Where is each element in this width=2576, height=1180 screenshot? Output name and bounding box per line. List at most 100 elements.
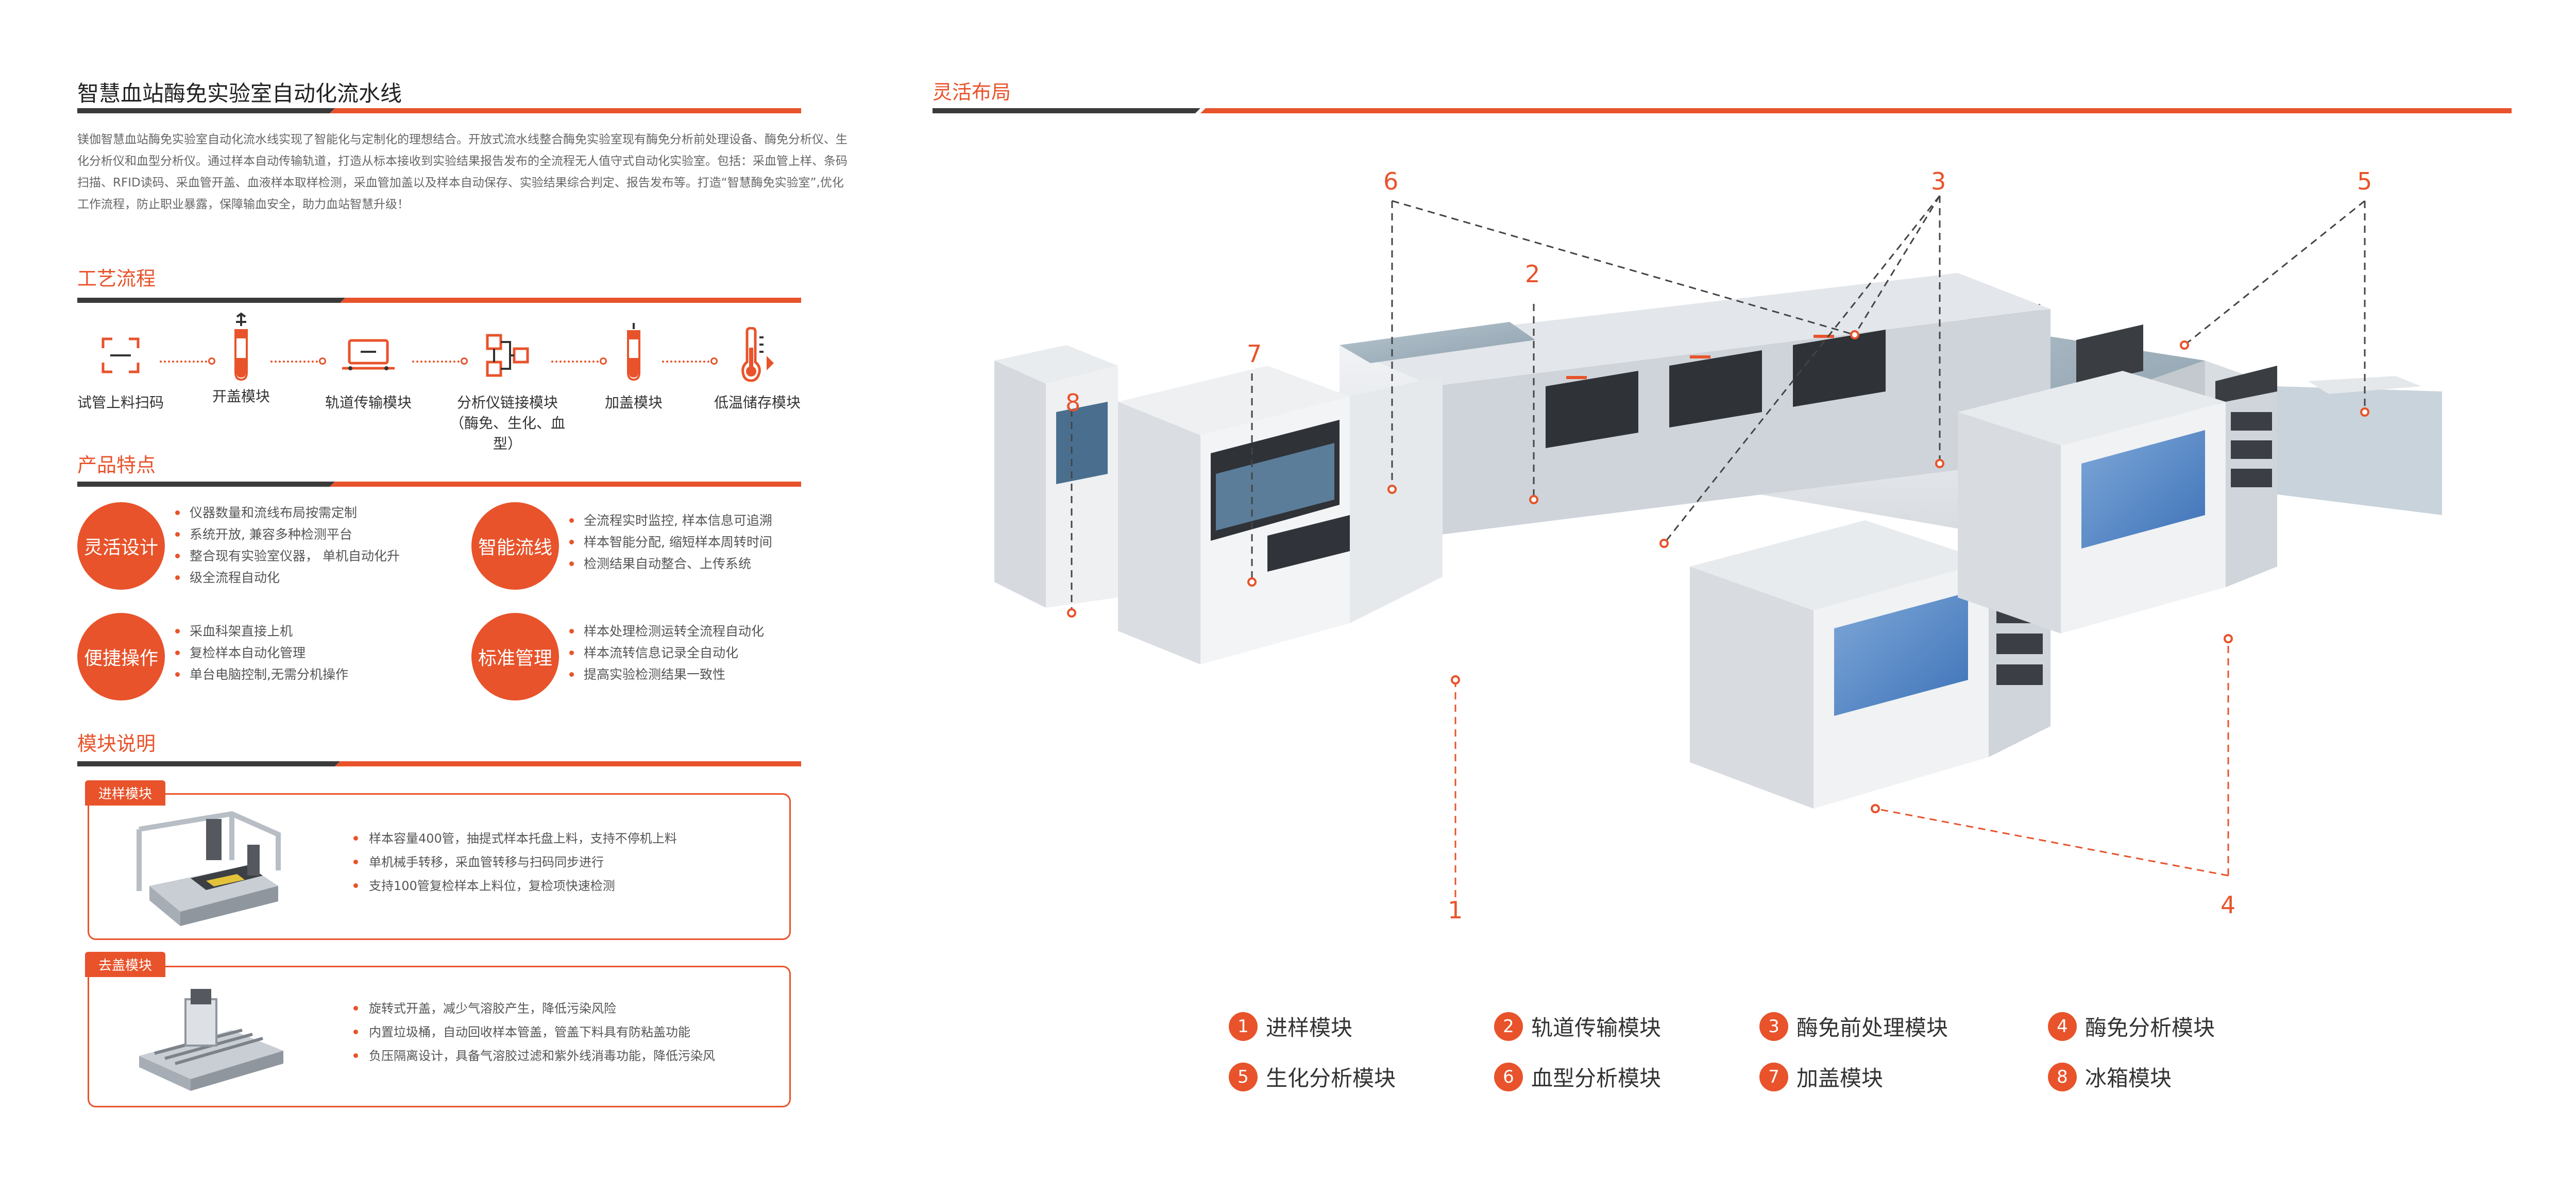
legend-label: 加盖模块 [1797,1066,1884,1091]
process-section-title: 工艺流程 [77,267,156,290]
loading-module-points: 样本容量400管，抽提式样本托盘上料，支持不停机上料 单机械手转移，采血管转移与… [350,827,677,898]
modules-rule [77,761,801,766]
decap-module-image [139,989,283,1091]
feature-point: 复检样本自动化管理 [175,642,348,664]
feature-point: 检测结果自动整合、上传系统 [569,553,772,575]
callout-number: 7 [1247,340,1262,368]
process-step-label: 开盖模块 [212,388,270,405]
legend-label: 酶免前处理模块 [1797,1015,1948,1040]
feature-smart-flow-points: 全流程实时监控, 样本信息可追溯 样本智能分配, 缩短样本周转时间 检测结果自动… [569,510,772,575]
feature-smart-flow: 智能流线 [471,502,559,590]
feature-point: 仪器数量和流线布局按需定制 [175,502,400,524]
process-step-scan: 试管上料扫码 [54,324,188,413]
process-connector-end [461,357,468,365]
module-tag-decap: 去盖模块 [85,952,166,977]
feature-point: 单台电脑控制,无需分机操作 [175,664,348,686]
process-connector [412,361,464,363]
scan-icon [101,337,140,373]
callout-number: 1 [1448,896,1463,924]
feature-point: 整合现有实验室仪器， 单机自动化升 [175,545,400,567]
legend-item: 7 加盖模块 [1759,1061,1883,1092]
module-point: 旋转式开盖，减少气溶胶产生，降低污染风险 [350,997,715,1020]
legend-label: 进样模块 [1266,1015,1353,1040]
process-step-label: 分析仪链接模块 [456,394,558,411]
module-point: 内置垃圾桶，自动回收样本管盖，管盖下料具有防粘盖功能 [350,1020,715,1044]
process-step-label: 试管上料扫码 [77,394,164,411]
callout-number: 6 [1383,167,1399,195]
process-step-conveyor: 轨道传输模块 [301,324,435,413]
process-connector [551,361,603,363]
conveyor-icon [342,339,395,370]
layout-section-title: 灵活布局 [933,81,1011,104]
legend-number: 1 [1229,1012,1258,1041]
process-connector-end [319,357,326,365]
legend-item: 8 冰箱模块 [2048,1061,2172,1092]
feature-point: 级全流程自动化 [175,567,400,589]
features-rule [77,482,801,487]
process-step-cap: 加盖模块 [567,319,701,413]
legend-number: 4 [2048,1012,2077,1041]
layout-rule [933,108,2512,113]
legend-number: 7 [1759,1062,1788,1091]
legend-label: 冰箱模块 [2085,1066,2172,1091]
legend-number: 8 [2048,1062,2077,1091]
legend-item: 2 轨道传输模块 [1494,1011,1661,1042]
process-rule [77,298,801,303]
callout-number: 8 [1065,389,1081,417]
legend-item: 3 酶免前处理模块 [1759,1011,1948,1042]
pipeline-illustration [994,195,2442,917]
feature-point: 提高实验检测结果一致性 [569,664,764,686]
feature-easy-operation-points: 采血科架直接上机 复检样本自动化管理 单台电脑控制,无需分机操作 [175,621,348,686]
process-connector-end [600,357,607,365]
feature-standard-management-points: 样本处理检测运转全流程自动化 样本流转信息记录全自动化 提高实验检测结果一致性 [569,621,764,686]
modules-section-title: 模块说明 [77,732,156,755]
feature-point: 采血科架直接上机 [175,621,348,642]
module-tag-loading: 进样模块 [85,780,166,806]
feature-point: 样本流转信息记录全自动化 [569,642,764,664]
legend-label: 血型分析模块 [1531,1066,1662,1091]
tube-uncap-icon [234,312,248,381]
feature-flexible-design-points: 仪器数量和流线布局按需定制 系统开放, 兼容多种检测平台 整合现有实验室仪器， … [175,502,400,589]
process-step-label: 低温储存模块 [714,394,801,411]
module-box-loading [88,793,791,940]
feature-flexible-design: 灵活设计 [77,502,165,590]
feature-standard-management: 标准管理 [471,613,559,700]
feature-easy-operation: 便捷操作 [77,613,165,700]
feature-point: 全流程实时监控, 样本信息可追溯 [569,510,772,532]
thermometer-icon [741,327,774,382]
process-step-analyzer: 分析仪链接模块 （酶免、生化、血型） [440,324,574,454]
features-section-title: 产品特点 [77,454,156,476]
legend-label: 轨道传输模块 [1531,1015,1662,1040]
legend-number: 6 [1494,1062,1523,1091]
legend-label: 酶免分析模块 [2085,1015,2215,1040]
process-step-label: 加盖模块 [604,394,663,411]
process-connector [160,361,211,363]
feature-point: 系统开放, 兼容多种检测平台 [175,524,400,545]
network-icon [486,334,529,377]
callout-number: 4 [2221,891,2236,919]
title-rule [77,108,801,113]
module-point: 支持100管复检样本上料位，复检项快速检测 [350,874,677,898]
process-connector-end [710,357,718,365]
legend-number: 2 [1494,1012,1523,1041]
legend-item: 6 血型分析模块 [1494,1061,1661,1092]
process-connector [662,361,714,363]
module-point: 样本容量400管，抽提式样本托盘上料，支持不停机上料 [350,827,677,850]
legend-label: 生化分析模块 [1266,1066,1396,1091]
feature-point: 样本智能分配, 缩短样本周转时间 [569,532,772,553]
module-point: 单机械手转移，采血管转移与扫码同步进行 [350,850,677,874]
process-step-uncap: 开盖模块 [174,309,308,407]
legend-item: 4 酶免分析模块 [2048,1011,2215,1042]
tube-cap-icon [627,323,640,381]
feature-point: 样本处理检测运转全流程自动化 [569,621,764,642]
process-connector [270,361,322,363]
decap-module-points: 旋转式开盖，减少气溶胶产生，降低污染风险 内置垃圾桶，自动回收样本管盖，管盖下料… [350,997,715,1068]
process-step-label: 轨道传输模块 [325,394,412,411]
module-point: 负压隔离设计，具备气溶胶过滤和紫外线消毒功能，降低污染风 [350,1044,715,1068]
module-box-decap [88,966,791,1107]
callout-number: 3 [1931,167,1946,195]
process-step-cold-storage: 低温储存模块 [690,324,824,413]
callout-number: 5 [2357,167,2372,195]
legend-number: 3 [1759,1012,1788,1041]
legend-number: 5 [1229,1062,1258,1091]
